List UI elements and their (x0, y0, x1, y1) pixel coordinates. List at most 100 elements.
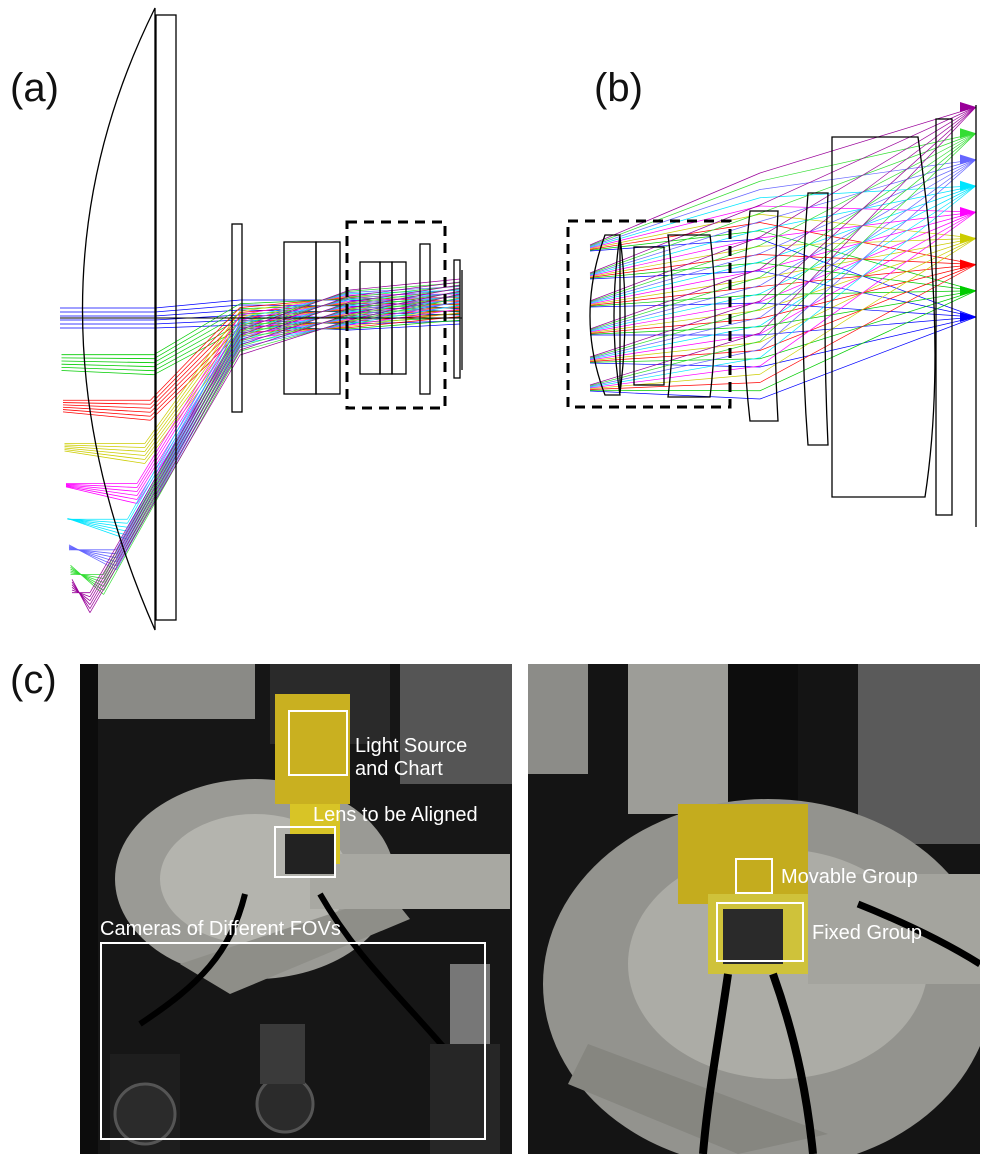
ray-b (589, 172, 761, 246)
ray-a (144, 316, 241, 448)
ray-a (239, 321, 351, 328)
ray-a (239, 301, 351, 317)
ray-b (759, 264, 977, 287)
ray-a (349, 297, 461, 322)
front-meniscus-lens (81, 7, 156, 631)
ray-a (70, 572, 104, 579)
ray-a (349, 312, 461, 327)
ray-a (71, 589, 91, 598)
window-element-b (935, 118, 953, 516)
ray-a (239, 294, 351, 316)
ray-a (239, 311, 351, 335)
ray-b (759, 185, 977, 327)
ray-b (759, 237, 977, 247)
ray-a (115, 337, 241, 562)
ray-a (239, 313, 351, 327)
ray-b (759, 237, 977, 375)
ray-b (589, 390, 761, 400)
ray-a (239, 295, 351, 312)
ray-a (239, 307, 351, 322)
ray-b (589, 268, 761, 330)
ray-a (150, 327, 241, 417)
ray-b (759, 132, 977, 214)
ray-a (239, 317, 351, 340)
ray-a (65, 485, 138, 496)
ray-b (759, 290, 977, 296)
ray-a (89, 349, 241, 609)
ray-a (239, 312, 351, 331)
ray-a (239, 313, 351, 351)
ray-a (239, 310, 351, 338)
fixed-group-box (716, 902, 804, 962)
ray-b (759, 185, 977, 263)
ray-b (759, 132, 977, 342)
ray-a (136, 314, 241, 484)
ray-b (589, 362, 761, 368)
ray-a (144, 311, 241, 444)
ray-a (115, 332, 241, 558)
ray-b (589, 261, 761, 304)
ray-a (70, 570, 104, 583)
ray-a (239, 295, 351, 336)
ray-a (64, 449, 145, 460)
ray-a (239, 319, 351, 356)
ray-field-marker (960, 102, 976, 112)
ray-b (759, 159, 977, 318)
ray-a (150, 317, 241, 409)
lens-element-5 (419, 243, 431, 395)
ray-b (589, 300, 761, 358)
ray-b (589, 221, 761, 275)
ray-bundles-a (60, 278, 461, 613)
ray-a (153, 303, 241, 355)
lens-aligned-label: Lens to be Aligned (313, 804, 478, 826)
ray-a (65, 486, 138, 504)
ray-a (239, 293, 351, 320)
ray-a (154, 309, 241, 317)
ray-b (759, 316, 977, 400)
ray-b (759, 106, 977, 334)
ray-a (239, 289, 351, 331)
ray-b (759, 213, 977, 239)
ray-a (64, 447, 145, 456)
ray-b (589, 204, 761, 274)
ray-b (759, 159, 977, 350)
ray-a (154, 324, 241, 329)
lens-aligned-box (274, 826, 336, 878)
ray-a (239, 308, 351, 342)
ray-b (589, 285, 761, 331)
lens-element-b3 (667, 234, 716, 398)
ray-b (759, 316, 977, 368)
ray-a (115, 342, 241, 566)
ray-a (239, 297, 351, 308)
ray-a (239, 319, 351, 332)
ray-b (759, 222, 977, 265)
ray-a (349, 287, 461, 309)
photo-left-illustration (80, 664, 512, 1154)
ray-b (759, 159, 977, 190)
ray-b (759, 238, 977, 318)
ray-a (154, 299, 241, 309)
ray-a (115, 327, 241, 554)
ray-a (67, 518, 128, 532)
ray-b (589, 358, 761, 363)
ray-b (759, 106, 977, 206)
ray-a (61, 357, 154, 360)
ray-a (65, 485, 138, 500)
ray-field-marker (960, 312, 976, 322)
ray-b (589, 382, 761, 390)
panel-label-c: (c) (10, 658, 57, 702)
ray-b (589, 236, 761, 302)
lens-element-b6 (831, 136, 936, 498)
ray-a (71, 579, 91, 613)
ray-a (154, 319, 241, 325)
ray-b (589, 244, 761, 303)
ray-a (239, 320, 351, 352)
ray-a (239, 302, 351, 337)
ray-a (144, 326, 241, 456)
ray-b (759, 270, 977, 318)
ray-b (759, 211, 977, 239)
ray-a (239, 306, 351, 326)
ray-a (239, 303, 351, 313)
dashed-box-a (345, 220, 447, 410)
ray-b (759, 132, 977, 182)
